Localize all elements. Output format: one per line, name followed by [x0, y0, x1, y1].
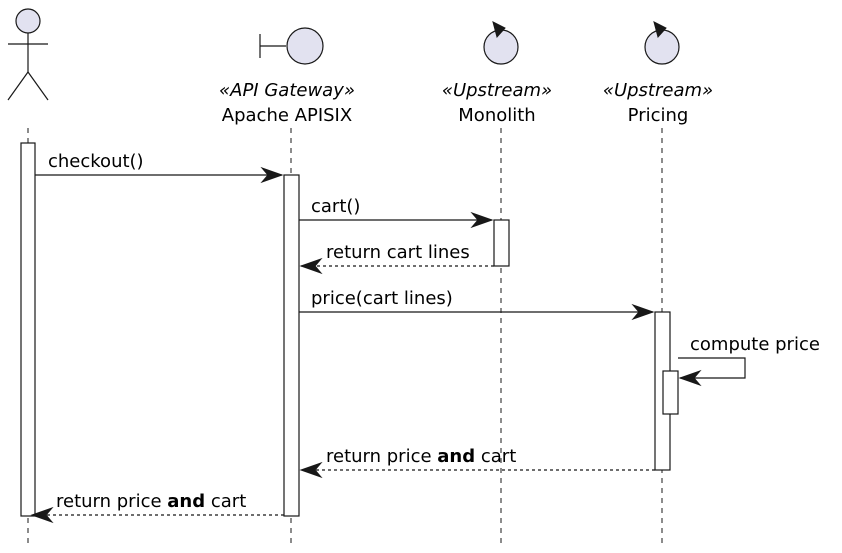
activation-pricing-self: [662, 370, 679, 415]
pricing-stereotype: «Upstream»: [603, 80, 713, 101]
message-return-price-to-gateway: return price and cart: [299, 446, 655, 479]
message-label: price(cart lines): [311, 288, 453, 309]
monolith-stereotype: «Upstream»: [442, 80, 552, 101]
message-return-cart-lines: return cart lines: [299, 242, 494, 275]
monolith-name: Monolith: [458, 105, 535, 126]
pricing-name: Pricing: [628, 105, 689, 126]
message-return-price-to-user: return price and cart: [30, 491, 284, 524]
gateway-name: Apache APISIX: [222, 105, 352, 126]
message-checkout: checkout(): [35, 151, 284, 184]
control-icon: [483, 21, 519, 65]
message-label: return price and cart: [326, 446, 516, 467]
activation-monolith: [493, 219, 510, 267]
message-label: return cart lines: [326, 242, 470, 263]
message-compute-price: compute price: [678, 334, 820, 387]
boundary-icon: [259, 27, 324, 65]
activation-gateway: [283, 174, 300, 517]
message-label: checkout(): [48, 151, 144, 172]
message-label: compute price: [690, 334, 820, 355]
control-icon: [644, 21, 680, 65]
message-label: cart(): [311, 196, 360, 217]
activation-user: [20, 142, 36, 517]
message-price: price(cart lines): [299, 288, 655, 321]
actor-icon: [7, 8, 49, 101]
gateway-stereotype: «API Gateway»: [219, 80, 355, 101]
message-cart: cart(): [299, 196, 494, 229]
message-label: return price and cart: [56, 491, 246, 512]
